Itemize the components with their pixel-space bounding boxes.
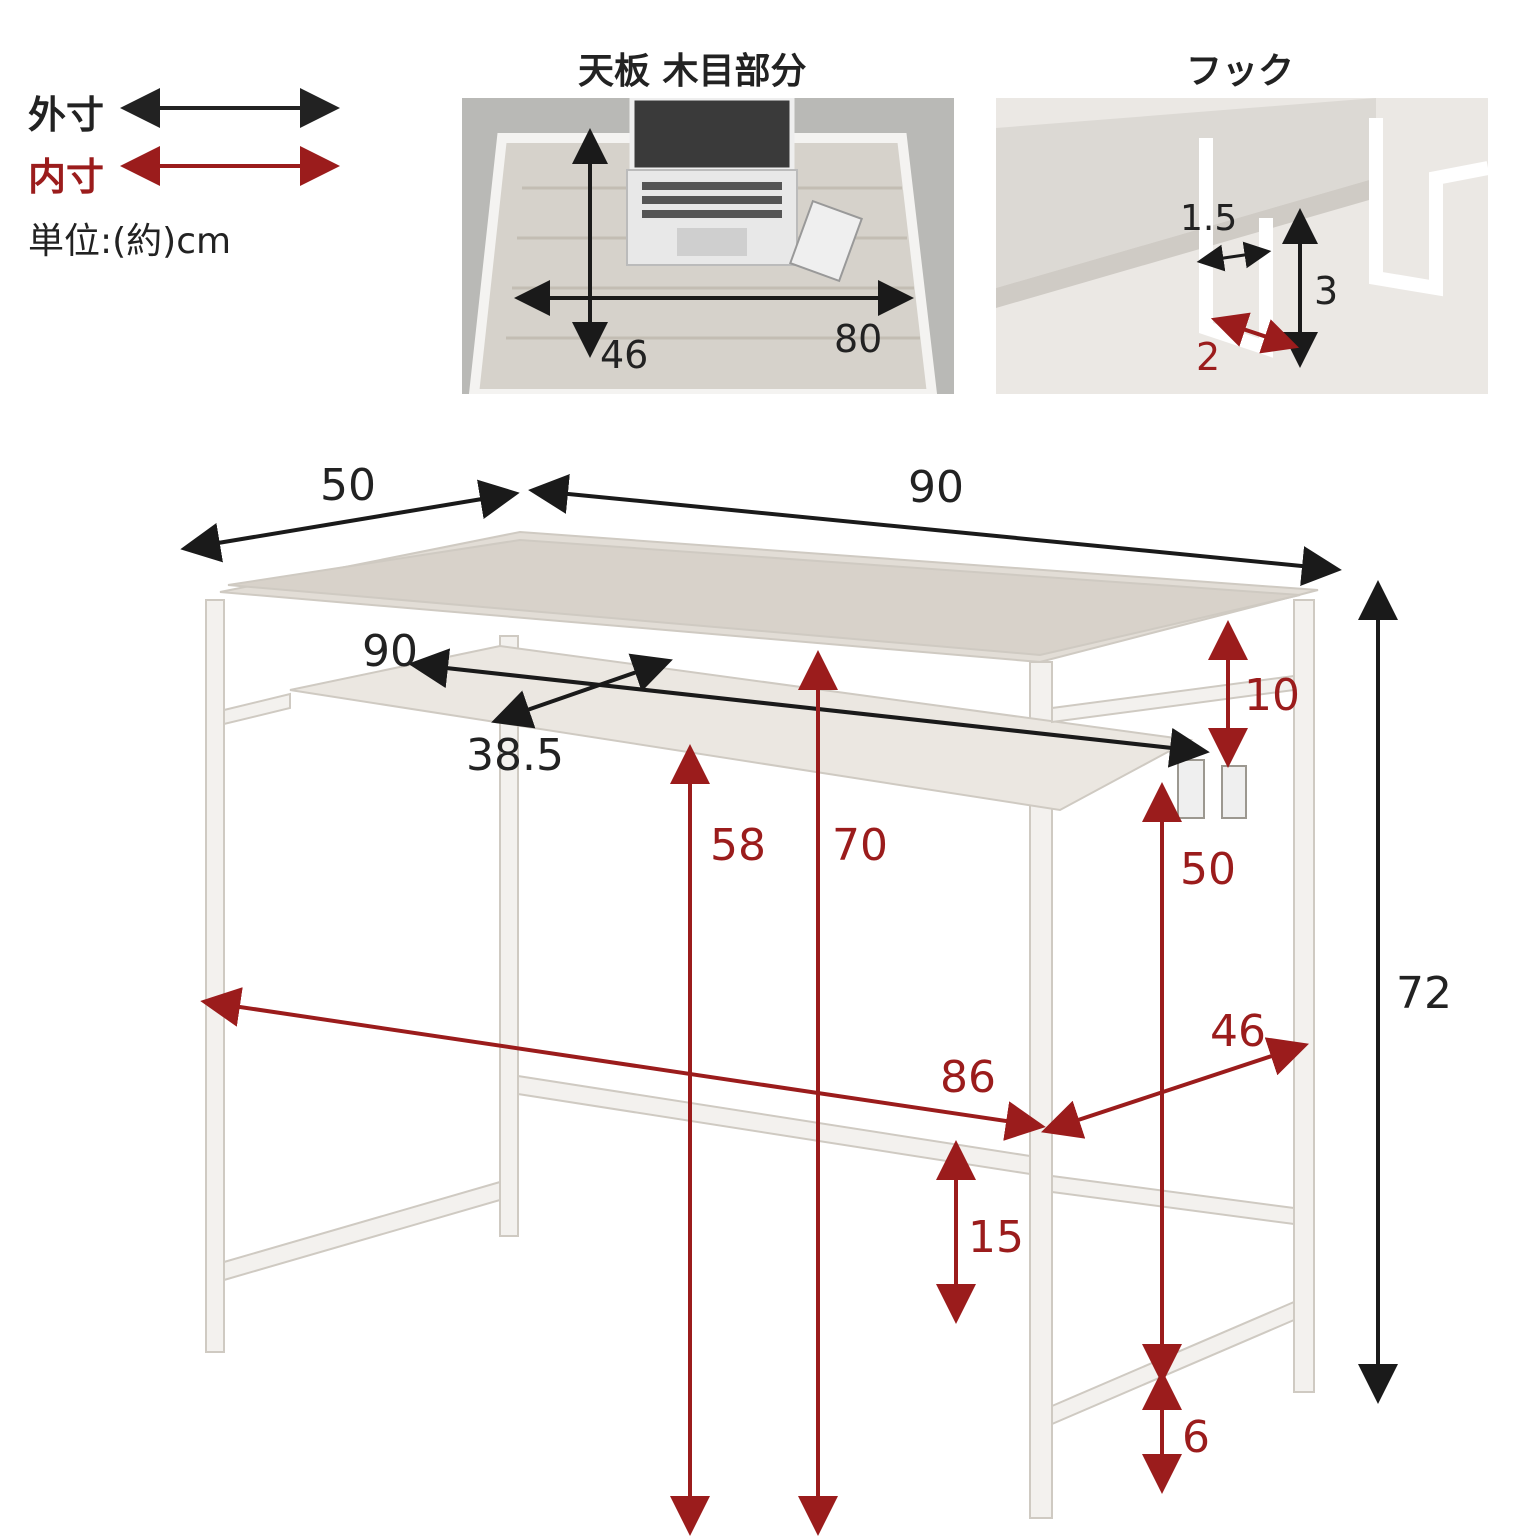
shelf-gap-value: 10 bbox=[1244, 670, 1300, 721]
hook-height-value: 3 bbox=[1314, 269, 1338, 313]
side-hooks bbox=[1177, 759, 1247, 819]
hook-gap-value: 2 bbox=[1196, 335, 1220, 379]
width-arrow bbox=[528, 474, 1342, 586]
tabletop-photo: 46 80 bbox=[462, 98, 954, 394]
tabletop-width-value: 80 bbox=[834, 317, 882, 361]
hook-gap-arrow bbox=[1210, 312, 1300, 354]
leg-front-left bbox=[205, 599, 225, 1353]
tabletop-depth-value: 46 bbox=[600, 333, 648, 377]
shelf-to-floor-value: 58 bbox=[710, 820, 766, 871]
depth-value: 50 bbox=[320, 460, 376, 511]
inner-depth-arrow bbox=[1041, 1037, 1309, 1139]
laptop-screen bbox=[629, 98, 795, 173]
hook-thickness-value: 1.5 bbox=[1180, 198, 1237, 239]
bottom-bar-value: 6 bbox=[1182, 1412, 1210, 1463]
total-height-value: 72 bbox=[1396, 968, 1452, 1019]
legend-outer-label: 外寸 bbox=[28, 93, 105, 137]
calculator bbox=[788, 199, 864, 283]
depth-arrow bbox=[180, 479, 520, 563]
inner-width-value: 86 bbox=[940, 1052, 996, 1103]
legend-arrows bbox=[120, 88, 340, 186]
width-value: 90 bbox=[908, 462, 964, 513]
desk-diagram: 50 90 90 38.5 10 72 58 70 50 86 46 15 6 bbox=[180, 460, 1452, 1536]
hook-panel-title: フック bbox=[1186, 51, 1295, 92]
shelf-width-value: 90 bbox=[362, 626, 418, 677]
legend-inner-label: 内寸 bbox=[28, 155, 105, 199]
top-to-floor-value: 70 bbox=[832, 820, 888, 871]
inner-width-arrow bbox=[200, 987, 1046, 1141]
bar-height-value: 15 bbox=[968, 1212, 1024, 1263]
hook-photo: 1.5 3 2 bbox=[996, 98, 1488, 394]
unit-label: 単位:(約)cm bbox=[28, 221, 232, 262]
lower-shelf bbox=[289, 644, 1194, 812]
shelf-depth-arrow bbox=[491, 653, 673, 729]
leg-back-right bbox=[1293, 599, 1315, 1393]
tabletop-panel-title: 天板 木目部分 bbox=[578, 51, 807, 92]
hook-thickness-arrow bbox=[1196, 241, 1272, 272]
hook-to-floor-value: 50 bbox=[1180, 844, 1236, 895]
shelf-depth-value: 38.5 bbox=[466, 730, 564, 781]
inner-depth-value: 46 bbox=[1210, 1006, 1266, 1057]
